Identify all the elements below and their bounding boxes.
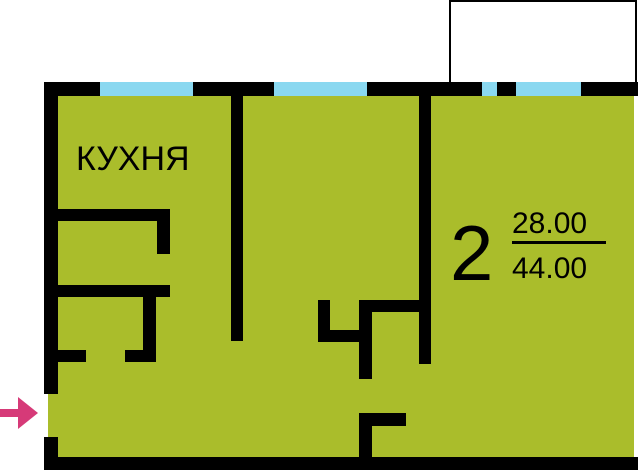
interior-walls (48, 89, 431, 470)
total-area: 44.00 (512, 252, 587, 285)
area-fraction-line (512, 241, 606, 244)
floor-area (48, 89, 634, 462)
kitchen-label: КУХНЯ (76, 140, 190, 178)
rooms-count: 2 (450, 209, 493, 297)
windows (100, 82, 581, 96)
outer-walls (44, 82, 638, 470)
entrance-arrow-icon (0, 397, 38, 429)
balcony (449, 0, 637, 85)
living-area: 28.00 (512, 207, 587, 240)
